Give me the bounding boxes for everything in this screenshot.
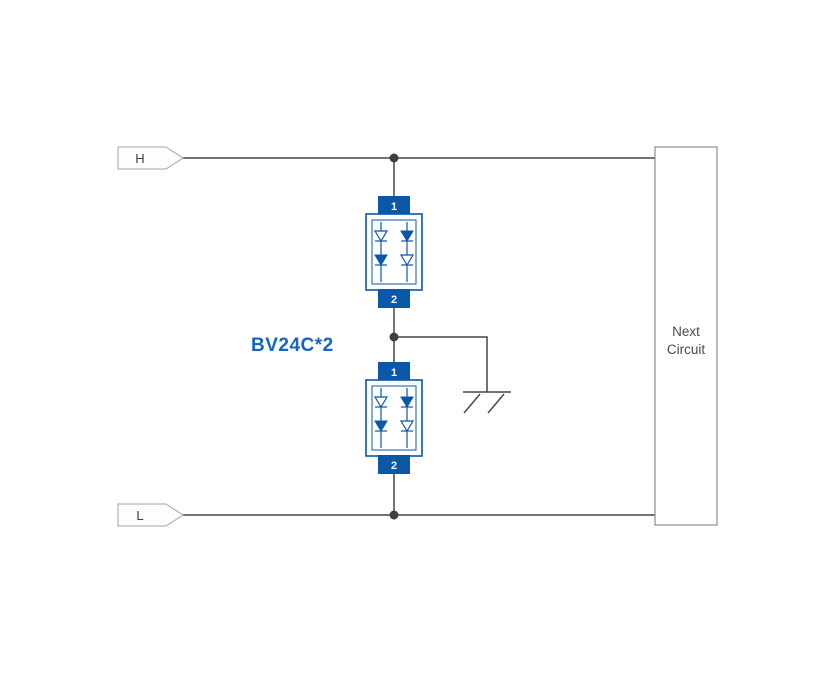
device1-diode-bottom-right — [399, 254, 415, 267]
ground-hatch-right — [487, 393, 505, 414]
surge-protector-2: 1 2 — [365, 362, 423, 474]
l-terminal-flag — [117, 503, 184, 527]
h-terminal-label: H — [135, 151, 144, 166]
device2-inner-frame — [371, 385, 417, 451]
device2-body — [365, 379, 423, 457]
l-terminal: L — [117, 503, 184, 527]
device1-diode-bottom-left — [374, 254, 388, 266]
ground-branch-wire — [394, 336, 488, 392]
device2-bottom-terminal — [378, 455, 410, 474]
h-terminal-flag — [117, 146, 184, 170]
device1-bottom-pin-label: 2 — [391, 294, 397, 306]
ground-symbol — [463, 391, 511, 414]
device1-body — [365, 213, 423, 291]
next-circuit-box: Next Circuit — [654, 146, 718, 526]
device-model-label: BV24C*2 — [251, 335, 334, 356]
device1-diode-top-right — [400, 230, 414, 242]
next-circuit-rect — [654, 146, 718, 526]
device1-diode-top-left — [373, 230, 389, 243]
surge-protector-1: 1 2 — [365, 196, 423, 308]
device1-inner-frame — [371, 219, 417, 285]
device2-top-terminal — [378, 362, 410, 381]
l-terminal-label: L — [136, 508, 143, 523]
device1-top-pin-label: 1 — [391, 201, 397, 213]
device1-bottom-terminal — [378, 289, 410, 308]
h-terminal: H — [117, 146, 184, 170]
next-circuit-label-line2: Circuit — [667, 342, 706, 357]
device2-diode-top-right — [400, 396, 414, 408]
device1-top-terminal — [378, 196, 410, 215]
junction-dot-bottom — [389, 510, 399, 520]
next-circuit-label-line1: Next — [672, 324, 700, 339]
junction-dot-top — [389, 153, 399, 163]
device2-diode-bottom-left — [374, 420, 388, 432]
device2-diode-bottom-right — [399, 420, 415, 433]
ground-hatch-left — [463, 393, 481, 414]
device2-bottom-pin-label: 2 — [391, 460, 397, 472]
junction-dot-middle — [389, 332, 399, 342]
device2-diode-top-left — [373, 396, 389, 409]
device2-top-pin-label: 1 — [391, 367, 397, 379]
